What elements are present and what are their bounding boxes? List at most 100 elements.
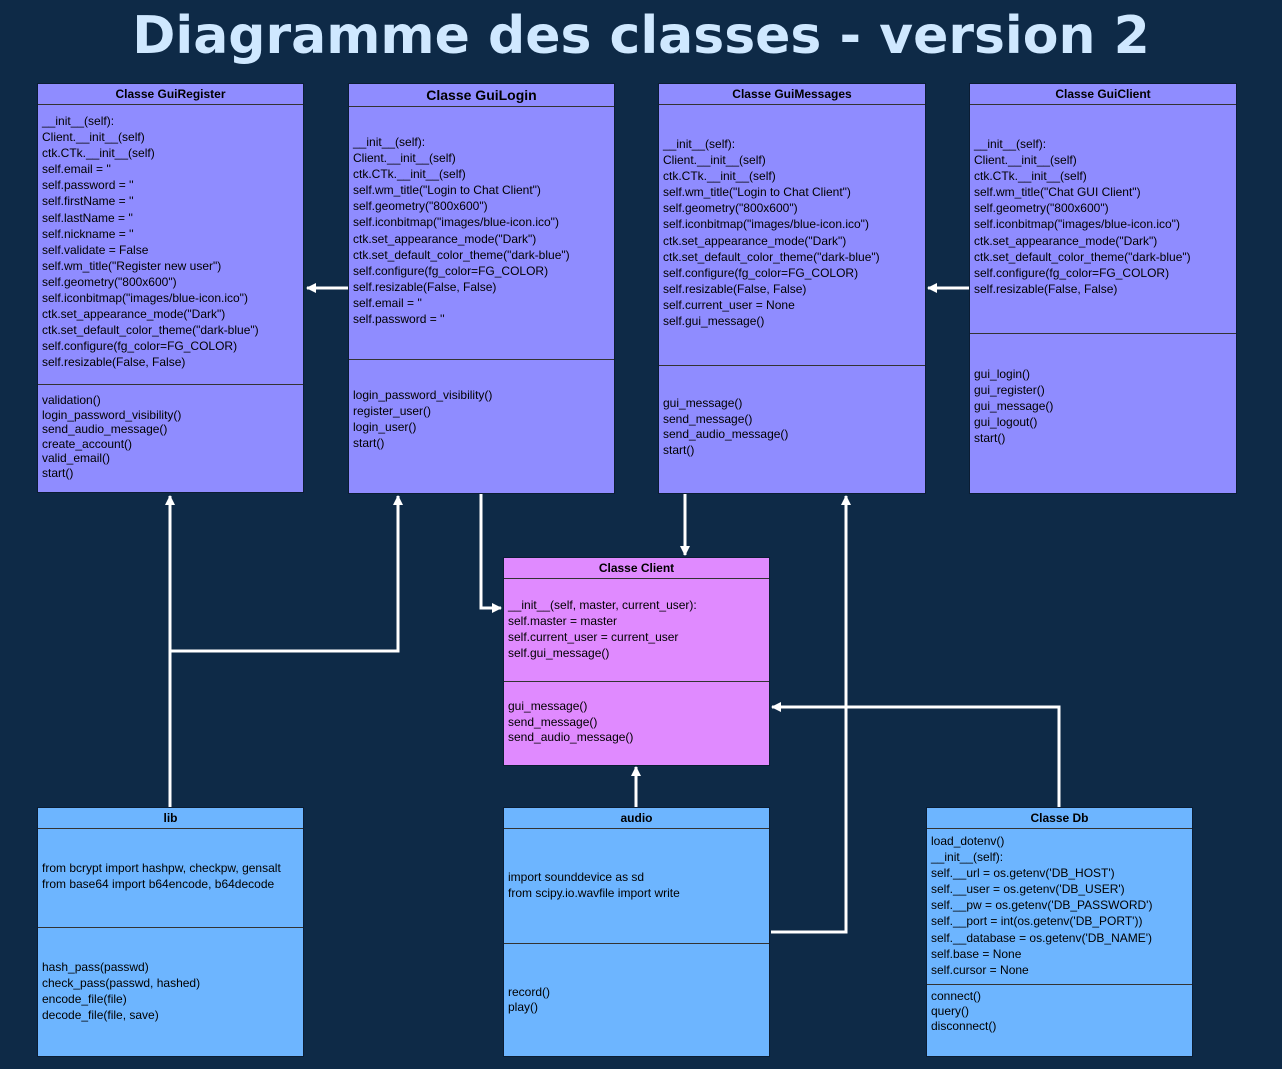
class-attribute: __init__(self): — [974, 137, 1047, 151]
class-method: gui_login() — [974, 367, 1031, 381]
class-name: Classe Client — [504, 558, 769, 579]
class-box-db: Classe Db load_dotenv()__init__(self):se… — [926, 807, 1193, 1057]
class-method: validation() — [42, 393, 101, 407]
class-attribute: self.__user = os.getenv('DB_USER') — [931, 882, 1125, 897]
class-attribute: ctk.set_appearance_mode("Dark") — [42, 307, 226, 322]
class-attribute: self.__port = int(os.getenv('DB_PORT')) — [931, 914, 1143, 929]
class-method: gui_message() — [663, 396, 743, 410]
class-divider — [970, 333, 1236, 334]
class-box-lib: lib from bcrypt import hashpw, checkpw, … — [37, 807, 304, 1057]
class-attribute: import sounddevice as sd — [508, 870, 645, 884]
connector-audio-to-guimessages — [771, 494, 852, 934]
class-methods: gui_message()send_message()send_audio_me… — [504, 699, 769, 746]
class-attribute: __init__(self): — [663, 137, 736, 151]
class-attribute: self.password = '' — [353, 312, 445, 327]
class-attribute: self.wm_title("Register new user") — [42, 258, 222, 273]
class-attribute: self.configure(fg_color=FG_COLOR) — [663, 265, 859, 280]
class-attribute: ctk.CTk.__init__(self) — [42, 146, 155, 161]
class-method: hash_pass(passwd) — [42, 960, 149, 974]
class-box-guilogin: Classe GuiLogin __init__(self): Client.__… — [348, 83, 615, 494]
class-attribute: __init__(self, master, current_user): — [508, 598, 697, 612]
class-attribute: self.__url = os.getenv('DB_HOST') — [931, 866, 1115, 881]
class-method: send_audio_message() — [42, 422, 168, 437]
class-attribute: self.current_user = current_user — [508, 630, 679, 645]
class-attribute: self.resizable(False, False) — [663, 281, 807, 296]
class-attributes: from bcrypt import hashpw, checkpw, gens… — [38, 829, 303, 892]
class-methods: gui_login()gui_register()gui_message()gu… — [970, 366, 1236, 446]
class-box-guiregister: Classe GuiRegister __init__(self):Client… — [37, 83, 304, 493]
class-method: login_password_visibility() — [353, 388, 493, 402]
class-attribute: from bcrypt import hashpw, checkpw, gens… — [42, 861, 281, 875]
class-attribute: self.resizable(False, False) — [353, 279, 497, 294]
class-methods: hash_pass(passwd)check_pass(passwd, hash… — [38, 959, 303, 1023]
class-attribute: Client.__init__(self) — [974, 153, 1077, 168]
class-box-guimessages: Classe GuiMessages __init__(self):Client… — [658, 83, 926, 494]
class-name: Classe Db — [927, 808, 1192, 829]
class-attribute: ctk.set_appearance_mode("Dark") — [663, 233, 847, 248]
class-divider — [349, 359, 614, 360]
class-attribute: ctk.set_appearance_mode("Dark") — [974, 233, 1158, 248]
class-attribute: self.base = None — [931, 946, 1022, 961]
class-attributes: __init__(self):Client.__init__(self)ctk.… — [349, 107, 614, 327]
class-methods: gui_message()send_message()send_audio_me… — [659, 396, 925, 458]
class-attribute: self.configure(fg_color=FG_COLOR) — [353, 263, 549, 278]
class-attribute: self.__pw = os.getenv('DB_PASSWORD') — [931, 898, 1153, 913]
class-attribute: ctk.set_default_color_theme("dark-blue") — [353, 247, 570, 262]
class-attribute: self.validate = False — [42, 242, 149, 257]
class-attribute: self.wm_title("Chat GUI Client") — [974, 185, 1141, 200]
class-attribute: self.__database = os.getenv('DB_NAME') — [931, 930, 1153, 945]
class-attribute: self.iconbitmap("images/blue-icon.ico") — [353, 215, 559, 230]
class-method: valid_email() — [42, 451, 111, 466]
class-attribute: ctk.CTk.__init__(self) — [974, 169, 1087, 184]
class-attribute: ctk.CTk.__init__(self) — [663, 169, 776, 184]
class-box-guiclient: Classe GuiClient __init__(self):Client._… — [969, 83, 1237, 494]
class-method: register_user() — [353, 404, 432, 419]
class-name: Classe GuiLogin — [349, 84, 614, 107]
class-method: play() — [508, 1000, 539, 1014]
class-attribute: self.iconbitmap("images/blue-icon.ico") — [42, 291, 248, 306]
class-attribute: self.cursor = None — [931, 962, 1029, 977]
class-attribute: self.resizable(False, False) — [42, 355, 186, 370]
class-attribute: self.lastName = '' — [42, 210, 133, 225]
class-attribute: __init__(self): — [353, 135, 426, 149]
class-method: query() — [931, 1004, 970, 1018]
class-attributes: __init__(self):Client.__init__(self)ctk.… — [38, 105, 303, 371]
class-attribute: self.resizable(False, False) — [974, 281, 1118, 296]
class-method: disconnect() — [931, 1019, 997, 1033]
class-divider — [38, 927, 303, 928]
class-attributes: __init__(self):Client.__init__(self)ctk.… — [970, 105, 1236, 297]
class-method: send_message() — [508, 714, 598, 729]
class-box-client: Classe Client __init__(self, master, cur… — [503, 557, 770, 766]
connector-guilogin-to-client — [479, 494, 503, 614]
class-method: send_audio_message() — [663, 427, 789, 442]
class-attribute: ctk.CTk.__init__(self) — [353, 167, 466, 182]
class-divider — [659, 365, 925, 366]
class-method: encode_file(file) — [42, 992, 127, 1007]
class-attribute: __init__(self): — [42, 114, 115, 128]
class-attributes: __init__(self):Client.__init__(self)ctk.… — [659, 105, 925, 329]
class-attribute: self.geometry("800x600") — [42, 274, 177, 289]
class-attribute: self.gui_message() — [508, 646, 610, 661]
class-attribute: self.configure(fg_color=FG_COLOR) — [42, 339, 238, 354]
class-attribute: Client.__init__(self) — [353, 151, 456, 166]
class-attribute: self.gui_message() — [663, 314, 765, 329]
class-attribute: self.master = master — [508, 614, 618, 629]
class-divider — [927, 984, 1192, 985]
class-method: send_message() — [663, 411, 753, 426]
class-attributes: __init__(self, master, current_user):sel… — [504, 579, 769, 661]
class-attribute: self.email = '' — [42, 162, 111, 177]
class-attribute: self.geometry("800x600") — [974, 201, 1109, 216]
class-attribute: self.geometry("800x600") — [663, 201, 798, 216]
class-method: login_password_visibility() — [42, 407, 182, 422]
class-method: gui_register() — [974, 383, 1045, 398]
class-divider — [504, 681, 769, 682]
class-method: decode_file(file, save) — [42, 1008, 159, 1023]
class-method: start() — [974, 431, 1006, 446]
class-attribute: ctk.set_default_color_theme("dark-blue") — [663, 249, 880, 264]
class-attribute: ctk.set_appearance_mode("Dark") — [353, 231, 537, 246]
class-attribute: Client.__init__(self) — [663, 153, 766, 168]
class-methods: validation()login_password_visibility()s… — [38, 393, 303, 481]
class-method: create_account() — [42, 436, 133, 451]
class-name: audio — [504, 808, 769, 829]
